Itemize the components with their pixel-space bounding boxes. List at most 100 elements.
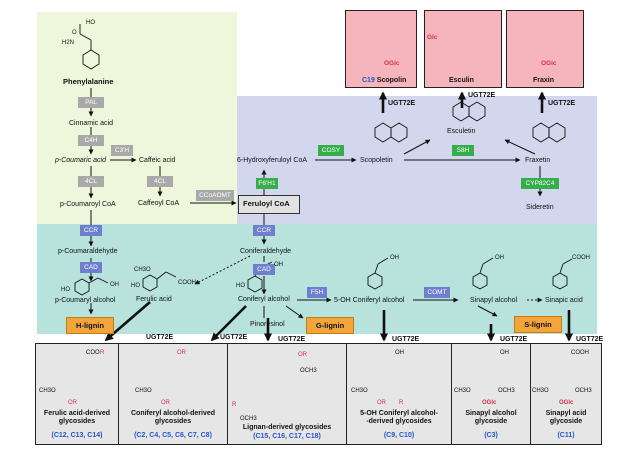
- atom-och3-lignan: OCH3: [300, 368, 317, 374]
- compound-sinapyl-alcohol: Sinapyl alcohol: [470, 297, 518, 304]
- compound-p-coumaraldehyde: p-Coumaraldehyde: [58, 248, 118, 255]
- ugt-label-scopolin: UGT72E: [388, 100, 416, 107]
- compound-coniferyl-alcohol: Coniferyl alcohol: [238, 296, 290, 303]
- atom-cooh-sinapic-glc: COOH: [571, 350, 589, 356]
- ugt-label-sinapic: UGT72E: [576, 336, 604, 343]
- ugt-label-esculin: UGT72E: [468, 92, 496, 99]
- atom-ro-lignan: R: [232, 402, 237, 408]
- compound-esculetin: Esculetin: [447, 128, 476, 135]
- enzyme-f5h: F5H: [307, 287, 327, 298]
- atom-ch3o-coniferyl-glc: CH3O: [135, 388, 152, 394]
- atom-coo-ferulic-glc: COO: [86, 350, 100, 356]
- glycoside-4-line2: -derived glycosides: [366, 418, 432, 426]
- glycoside-box-lignan: OR OCH3 R OCH3 Lignan-derived glycosides…: [227, 343, 347, 445]
- fraxin-label: Fraxin: [533, 77, 555, 84]
- lignin-s: S-lignin: [514, 316, 562, 333]
- atom-or-lignan-top: OR: [298, 352, 307, 358]
- compound-fraxetin: Fraxetin: [525, 157, 551, 164]
- atom-ch3o-ferulic-glc: CH3O: [39, 388, 56, 394]
- glycoside-6-compounds: (C11): [557, 432, 575, 439]
- atom-oh-coniferyl: OH: [274, 262, 283, 268]
- compound-sinapic-acid: Sinapic acid: [545, 297, 583, 304]
- compound-p-coumaroyl-coa: p-Coumaroyl CoA: [60, 201, 116, 208]
- atom-ho: HO: [86, 20, 95, 26]
- glycoside-5-line1: Sinapyl alcohol: [465, 410, 517, 417]
- glycoside-3-compounds: (C15, C16, C17, C18): [253, 433, 321, 440]
- enzyme-ccr-1: CCR: [80, 225, 102, 236]
- glycoside-6-line2: glycoside: [549, 418, 583, 426]
- enzyme-ccoaomt: CCoAOMT: [196, 190, 234, 201]
- compound-5-oh-coniferyl-alcohol: 5-OH Coniferyl alcohol: [334, 297, 405, 304]
- atom-or-coniferyl-glc-top: OR: [177, 350, 186, 356]
- atom-oh-5oh-glc: OH: [395, 350, 404, 356]
- compound-6-hydroxyferuloyl-coa: 6-Hydroxyferuloyl CoA: [237, 157, 308, 164]
- scopolin-id: C19: [362, 77, 375, 84]
- enzyme-cad-1: CAD: [80, 262, 102, 273]
- atom-och3-lignan-bottom: OCH3: [240, 416, 257, 422]
- lignin-h: H-lignin: [66, 317, 114, 334]
- esculin-label: Esculin: [449, 77, 474, 84]
- enzyme-pal: PAL: [78, 97, 104, 108]
- atom-ch3o-sinapic-glc: CH3O: [532, 388, 549, 394]
- scopolin-box: C19 Scopolin OGlc: [345, 10, 417, 88]
- enzyme-comt: COMT: [424, 287, 450, 298]
- compound-feruloyl-coa: Feruloyl CoA: [243, 199, 290, 208]
- esculin-glc: Glc: [427, 34, 438, 41]
- enzyme-f6h1: F6'H1: [256, 178, 278, 189]
- enzyme-c4h: C4H: [78, 135, 104, 146]
- enzyme-cosy: COSY: [318, 145, 344, 156]
- glycoside-5-compounds: (C3): [484, 432, 498, 439]
- atom-och3-sinapic-glc: OCH3: [575, 388, 592, 394]
- atom-ch3o-ferulic: CH3O: [134, 267, 151, 273]
- ugt-label-sinapyl: UGT72E: [500, 336, 528, 343]
- scopolin-label: Scopolin: [376, 77, 407, 84]
- ugt-label-fraxin: UGT72E: [548, 100, 576, 107]
- compound-p-coumaryl-alcohol: p-Coumaryl alcohol: [55, 297, 116, 304]
- atom-ch3o-sinapyl-glc: CH3O: [454, 388, 471, 394]
- glycoside-5-line2: glycoside: [474, 418, 508, 426]
- enzyme-c3h: C3'H: [111, 145, 133, 156]
- glycoside-1-line1: Ferulic acid-derived: [43, 410, 111, 417]
- atom-ho-p-coumaryl: HO: [61, 287, 70, 293]
- compound-caffeoyl-coa: Caffeoyl CoA: [138, 200, 180, 207]
- fraxin-box: Fraxin OGlc: [506, 10, 584, 88]
- atom-h2n: H2N: [62, 40, 75, 46]
- atom-or-coniferyl-glc: OR: [161, 400, 170, 406]
- enzyme-4cl-1: 4CL: [78, 176, 104, 187]
- compound-caffeic-acid: Caffeic acid: [139, 157, 176, 164]
- compound-scopoletin: Scopoletin: [360, 157, 393, 164]
- glycoside-1-line2: glycosides: [58, 418, 96, 426]
- feruloyl-coa-box: [238, 195, 300, 214]
- glycoside-box-5oh: OH CH3O OR R 5-OH Coniferyl alcohol--der…: [346, 343, 452, 445]
- compound-phenylalanine: Phenylalanine: [63, 77, 114, 86]
- atom-r-5oh-glc: R: [399, 400, 404, 406]
- glycoside-6-line1: Sinapyl acid: [545, 410, 587, 417]
- atom-oh-p-coumaryl: OH: [110, 282, 119, 288]
- atom-oh-sinapyl-glc: OH: [500, 350, 509, 356]
- atom-or-5oh-glc: OR: [377, 400, 386, 406]
- enzyme-s8h: S8H: [452, 145, 474, 156]
- enzyme-cad-2: CAD: [253, 264, 275, 275]
- fraxin-oglc: OGlc: [541, 60, 557, 67]
- ugt-label-coniferyl: UGT72E: [220, 334, 248, 341]
- glycoside-4-compounds: (C9, C10): [383, 432, 415, 439]
- atom-ho-ferulic: HO: [131, 283, 140, 289]
- atom-och3-sinapyl-glc: OCH3: [498, 388, 515, 394]
- atom-cooh-ferulic: COOH: [178, 280, 196, 286]
- glycoside-2-line1: Coniferyl alcohol-derived: [130, 410, 216, 417]
- compound-pinoresinol: Pinoresinol: [250, 321, 285, 328]
- glycoside-1-compounds: (C12, C13, C14): [51, 432, 103, 439]
- enzyme-4cl-2: 4CL: [147, 176, 173, 187]
- atom-or-ferulic-glc: OR: [68, 400, 77, 406]
- atom-ch3o-5oh-glc: CH3O: [351, 388, 368, 394]
- ugt-label-5oh: UGT72E: [392, 336, 420, 343]
- enzyme-ccr-2: CCR: [253, 225, 275, 236]
- esculin-box: Esculin Glc: [424, 10, 502, 88]
- glycoside-2-line2: glycosides: [154, 418, 192, 426]
- phenylpropanoid-region: [37, 12, 237, 224]
- lignin-g: G-lignin: [306, 317, 354, 334]
